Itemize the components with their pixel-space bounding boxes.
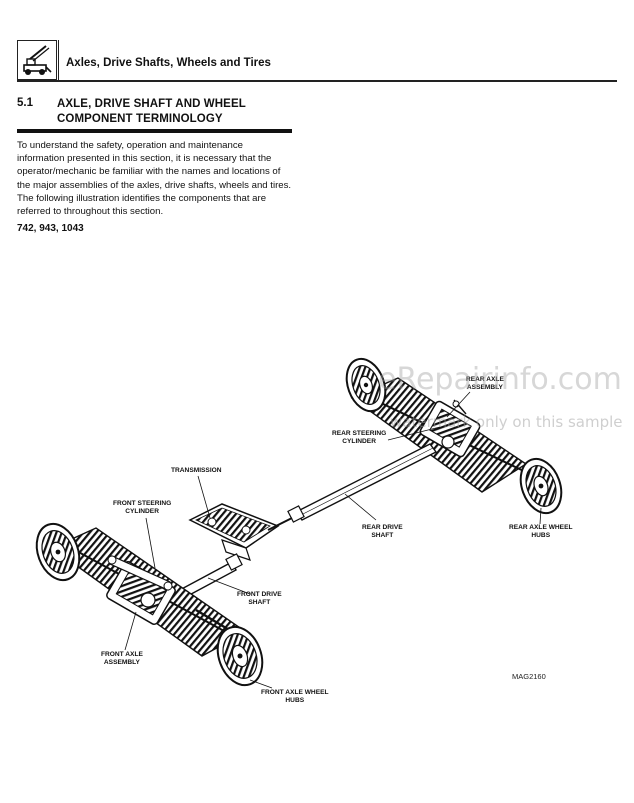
header-rule <box>17 80 617 82</box>
watermark: eRepairinfo.com <box>378 362 622 397</box>
forklift-icon <box>23 45 52 75</box>
watermark-subtext: watermark only on this sample <box>390 413 623 431</box>
header-divider <box>58 40 59 80</box>
front-axle-assembly <box>50 527 249 657</box>
rear-left-wheel-hub <box>345 357 387 413</box>
front-right-wheel-hub <box>216 625 264 687</box>
intro-paragraph: To understand the safety, operation and … <box>17 140 292 218</box>
section-heading: AXLE, DRIVE SHAFT AND WHEEL COMPONENT TE… <box>57 98 246 125</box>
front-left-wheel-hub <box>35 522 81 582</box>
section-number: 5.1 <box>17 97 33 109</box>
section-rule <box>17 129 292 133</box>
model-numbers: 742, 943, 1043 <box>17 223 84 234</box>
header-title: Axles, Drive Shafts, Wheels and Tires <box>66 57 271 69</box>
rear-drive-shaft <box>287 443 438 523</box>
rear-right-wheel-hub <box>519 457 563 515</box>
transmission <box>188 503 293 561</box>
figure-code: MAG2160 <box>512 672 546 681</box>
label-transmission: TRANSMISSION <box>171 467 222 474</box>
leader-lines <box>124 391 542 689</box>
header-icon-box <box>17 40 57 80</box>
